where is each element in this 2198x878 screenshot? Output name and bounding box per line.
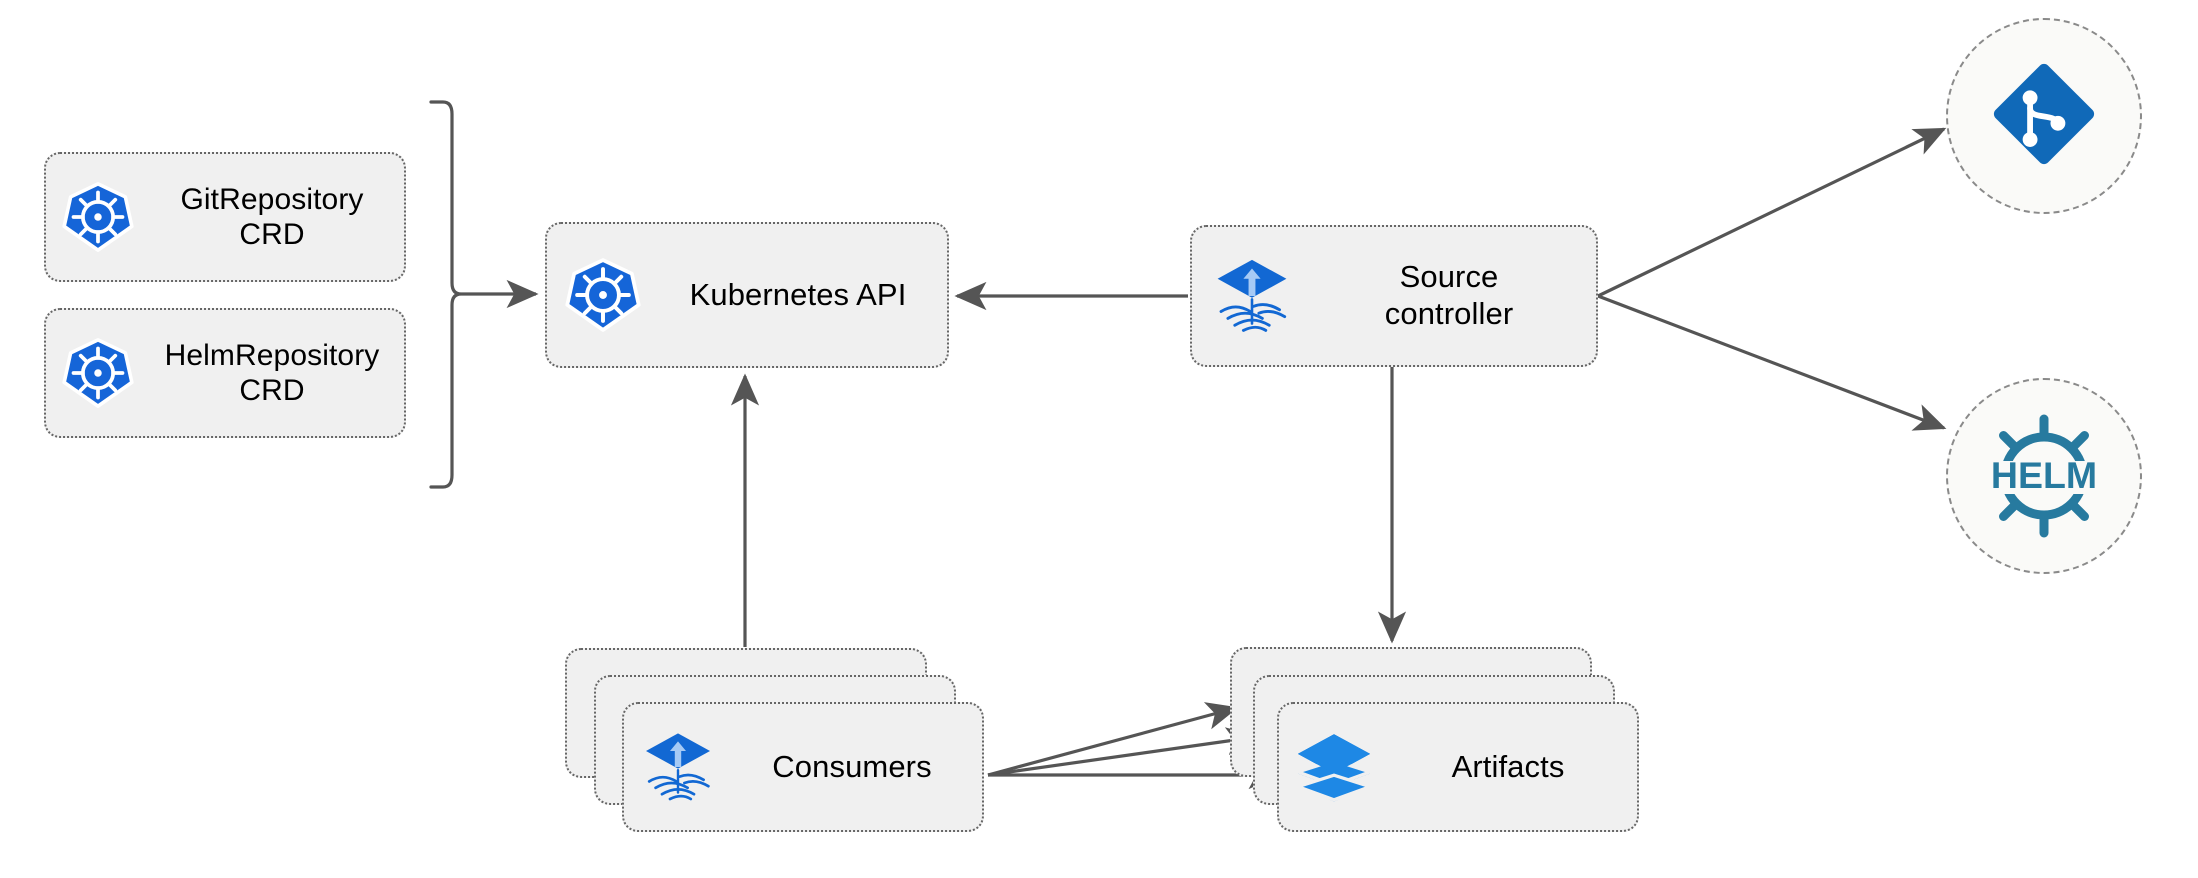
node-git-repository-crd[interactable]: GitRepository CRD [44,152,406,282]
helm-wordmark: HELM [1991,454,2097,496]
arrow-consumers-to-artifacts-middle [987,727,1259,777]
git-icon [1986,56,2102,177]
node-helm-repository-crd[interactable]: HelmRepository CRD [44,308,406,438]
crd-group-bracket [429,100,462,489]
diagram-title: Flux source-controller architecture [0,0,1,1]
node-label-consumers: Consumers [772,748,932,784]
node-label-helm-repository-crd: HelmRepository CRD [164,338,380,407]
node-label-git-repository-crd: GitRepository CRD [180,182,364,251]
helm-icon: HELM [1969,401,2119,551]
flux-icon [1192,253,1312,339]
arrow-source-controller-to-helm-repository [1597,294,1947,431]
arrow-source-controller-to-git-repository [1597,127,1947,298]
kubernetes-icon [547,257,659,333]
kubernetes-icon [46,181,150,253]
layers-icon [1279,726,1389,808]
node-label-source-controller: Source controller [1384,259,1514,331]
flux-icon [624,727,732,807]
node-source-controller[interactable]: Source controller [1190,225,1598,367]
node-label-artifacts: Artifacts [1451,748,1565,784]
node-consumers[interactable]: Consumers [622,702,984,832]
node-artifacts[interactable]: Artifacts [1277,702,1639,832]
arrow-consumers-to-artifacts-back [987,702,1239,777]
node-label-kubernetes-api: Kubernetes API [689,276,907,312]
node-git-repository-target[interactable] [1946,18,2142,214]
node-kubernetes-api[interactable]: Kubernetes API [545,222,949,368]
kubernetes-icon [46,337,150,409]
node-helm-repository-target[interactable]: HELM [1946,378,2142,574]
